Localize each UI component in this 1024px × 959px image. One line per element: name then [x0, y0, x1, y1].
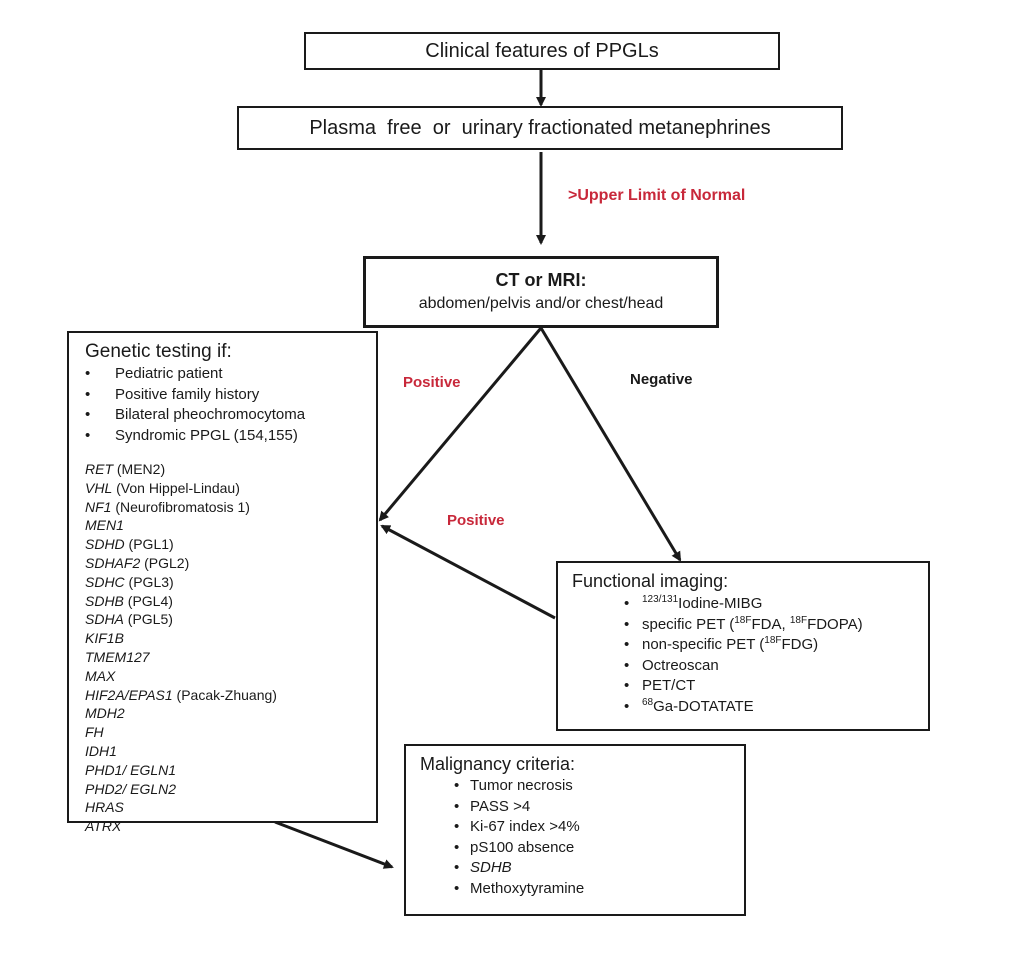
gene-item: ATRX [85, 818, 122, 835]
gene-item: SDHAF2 (PGL2) [85, 554, 190, 571]
clinical-features-box: Clinical features of PPGLs [304, 32, 780, 70]
gene-item: PHD2/ EGLN2 [85, 780, 177, 797]
gene-item: VHL (Von Hippel-Lindau) [85, 479, 240, 496]
functional-item-specific-pet: specific PET (18FFDA, 18FFDOPA) [624, 615, 928, 636]
gene-item: SDHB (PGL4) [85, 592, 173, 609]
genetic-testing-box: Genetic testing if: Pediatric patient Po… [67, 331, 378, 834]
ct-mri-box: CT or MRI: abdomen/pelvis and/or chest/h… [363, 256, 719, 328]
gene-item: NF1 (Neurofibromatosis 1) [85, 498, 250, 515]
ct-mri-title: CT or MRI: [495, 270, 587, 290]
genetic-criterion: Syndromic PPGL (154,155) [85, 426, 376, 447]
malignancy-item: pS100 absence [454, 838, 744, 859]
malignancy-criteria-list: Tumor necrosis PASS >4 Ki-67 index >4% p… [454, 776, 744, 899]
metanephrines-text: Plasma free or urinary fractionated meta… [309, 116, 771, 139]
functional-item-mibg: 123/131Iodine-MIBG [624, 594, 928, 615]
arrow-functional-to-genetic [380, 524, 556, 620]
functional-imaging-list: 123/131Iodine-MIBG specific PET (18FFDA,… [624, 594, 928, 717]
gene-item: SDHA (PGL5) [85, 611, 173, 628]
gene-item: HRAS [85, 799, 124, 816]
gene-item: MDH2 [85, 705, 125, 722]
arrow-imaging-to-genetic [378, 327, 543, 522]
ct-mri-subtitle: abdomen/pelvis and/or chest/head [418, 295, 664, 312]
malignancy-item: Methoxytyramine [454, 879, 744, 900]
malignancy-item: SDHB [454, 858, 744, 879]
functional-imaging-title: Functional imaging: [572, 571, 729, 591]
gene-item: KIF1B [85, 630, 124, 647]
malignancy-criteria-title: Malignancy criteria: [420, 754, 576, 774]
functional-item-ga-dotatate: 68Ga-DOTATATE [624, 697, 928, 718]
genetic-testing-title: Genetic testing if: [85, 341, 232, 362]
gene-item: SDHD (PGL1) [85, 536, 174, 553]
upper-limit-label: >Upper Limit of Normal [568, 187, 746, 204]
functional-item-nonspecific-pet: non-specific PET (18FFDG) [624, 635, 928, 656]
functional-item-octreoscan: Octreoscan [624, 656, 928, 677]
gene-item: SDHC (PGL3) [85, 573, 174, 590]
arrow-imaging-to-functional [539, 327, 682, 562]
functional-imaging-box: Functional imaging: 123/131Iodine-MIBG s… [556, 561, 930, 731]
malignancy-criteria-box: Malignancy criteria: Tumor necrosis PASS… [404, 744, 746, 916]
genetic-criterion: Pediatric patient [85, 364, 376, 385]
genetic-criterion: Positive family history [85, 385, 376, 406]
arrow-genetic-to-malignancy [274, 820, 394, 869]
clinical-features-text: Clinical features of PPGLs [425, 39, 659, 62]
gene-item: FH [85, 724, 104, 741]
gene-list: RET (MEN2) VHL (Von Hippel-Lindau) NF1 (… [85, 460, 376, 836]
gene-item: IDH1 [85, 742, 117, 759]
gene-item: HIF2A/EPAS1 (Pacak-Zhuang) [85, 686, 277, 703]
genetic-criterion: Bilateral pheochromocytoma [85, 405, 376, 426]
gene-item: MEN1 [85, 517, 124, 534]
gene-item: RET (MEN2) [85, 461, 166, 477]
metanephrines-box: Plasma free or urinary fractionated meta… [237, 106, 843, 150]
malignancy-item: Tumor necrosis [454, 776, 744, 797]
functional-item-petct: PET/CT [624, 676, 928, 697]
malignancy-item: Ki-67 index >4% [454, 817, 744, 838]
positive-label-2: Positive [447, 512, 505, 529]
gene-item: TMEM127 [85, 648, 150, 665]
negative-label: Negative [630, 371, 693, 388]
positive-label-1: Positive [403, 374, 461, 391]
gene-item: MAX [85, 667, 116, 684]
gene-item: PHD1/ EGLN1 [85, 761, 177, 778]
genetic-criteria-list: Pediatric patient Positive family histor… [85, 364, 376, 446]
malignancy-item: PASS >4 [454, 797, 744, 818]
